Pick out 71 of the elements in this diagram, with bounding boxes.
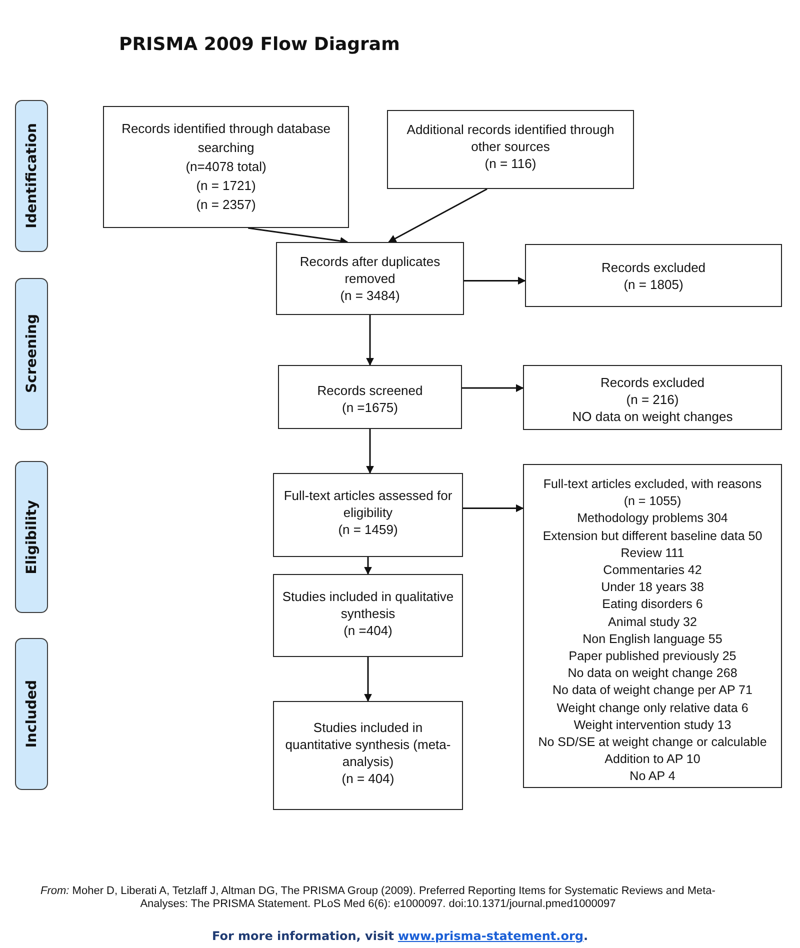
stage-label	[15, 461, 48, 613]
box-text: Studies included in quantitative synthesis (meta-analysis)	[284, 719, 452, 770]
box-text: Records excluded	[600, 374, 705, 391]
box-text: Non English language 55	[582, 630, 722, 648]
box-text: (n = 216)	[626, 391, 679, 408]
process-box	[273, 574, 463, 657]
box-text: Eating disorders 6	[602, 596, 703, 614]
box-text: Addition to AP 10	[604, 751, 700, 768]
process-box	[276, 242, 464, 315]
stage-text: Screening	[24, 314, 40, 394]
box-text: Commentaries 42	[603, 562, 702, 580]
stage-label	[15, 100, 48, 252]
box-text: Studies included in qualitative synthesis	[281, 588, 455, 622]
box-text: Records excluded	[601, 259, 706, 276]
arrow	[463, 504, 524, 512]
box-text: (n =1675)	[342, 399, 398, 416]
website-link: www.prisma-statement.org	[398, 929, 584, 943]
box-text: Review 111	[620, 544, 684, 562]
arrow	[364, 657, 372, 702]
box-text: (n = 1459)	[338, 521, 398, 538]
box-text: Paper published previously 25	[568, 648, 736, 666]
box-text: Animal study 32	[608, 614, 697, 631]
box-text: Records identified through database searching	[120, 120, 332, 157]
box-text: Full-text articles assessed for eligibility	[282, 487, 454, 521]
box-text: Extension but different baseline data 50	[542, 528, 762, 545]
box-text: (n = 2357)	[196, 196, 256, 214]
process-box	[103, 106, 349, 228]
stage-text: Identification	[24, 123, 40, 229]
process-box	[387, 110, 634, 189]
process-box	[273, 701, 463, 810]
box-text: Methodology problems 304	[577, 510, 728, 528]
arrow	[366, 315, 374, 366]
box-text: (n = 1055)	[624, 493, 682, 510]
stage-label	[15, 638, 48, 790]
arrow	[464, 276, 526, 285]
box-text: (n = 116)	[484, 155, 536, 172]
arrow	[462, 384, 524, 392]
box-text: Weight intervention study 13	[574, 716, 732, 734]
box-text: (n =404)	[344, 622, 392, 639]
stage-text: Eligibility	[24, 500, 40, 574]
box-text: No data on weight change 268	[568, 665, 738, 682]
box-text: Weight change only relative data 6	[556, 700, 748, 717]
box-text: Under 18 years 38	[601, 579, 704, 596]
box-text: NO data on weight changes	[572, 408, 733, 425]
stage-text: Included	[24, 680, 40, 748]
arrow	[366, 429, 374, 474]
diagram-title: PRISMA 2009 Flow Diagram	[119, 34, 400, 55]
info-text: For more information, visit	[212, 929, 394, 943]
arrow	[364, 557, 372, 575]
box-text: Additional records identified through other sources	[406, 121, 616, 155]
box-text: Full-text articles excluded, with reasons	[543, 476, 762, 493]
process-box	[523, 365, 782, 430]
box-text: (n = 1805)	[624, 276, 684, 293]
info-text: .	[583, 929, 588, 943]
box-text: Records screened	[317, 382, 423, 399]
box-text: (n = 404)	[342, 770, 394, 787]
box-text: (n = 1721)	[196, 177, 256, 195]
arrow	[248, 227, 348, 245]
box-text: No SD/SE at weight change or calculable	[538, 734, 767, 752]
stage-label	[15, 278, 48, 430]
box-text: (n = 3484)	[340, 287, 400, 304]
box-text: (n=4078 total)	[186, 158, 266, 176]
box-text: No AP 4	[630, 768, 676, 786]
arrow	[388, 188, 488, 243]
process-box	[523, 464, 782, 788]
box-text: Records after duplicates removed	[298, 253, 442, 287]
citation-caption: From: Moher D, Liberati A, Tetzlaff J, Altman DG, The PRISMA Group (2009). Preferred Reporting Items for Systematic Reviews and Meta-Analyses: The PRISMA Statement. PLoS Med 6(6): e1000097. doi:10.1371/journal.pmed1000097	[40, 885, 716, 911]
process-box	[278, 365, 462, 429]
process-box	[273, 473, 463, 557]
box-text: No data of weight change per AP 71	[552, 682, 752, 700]
process-box	[525, 244, 782, 307]
